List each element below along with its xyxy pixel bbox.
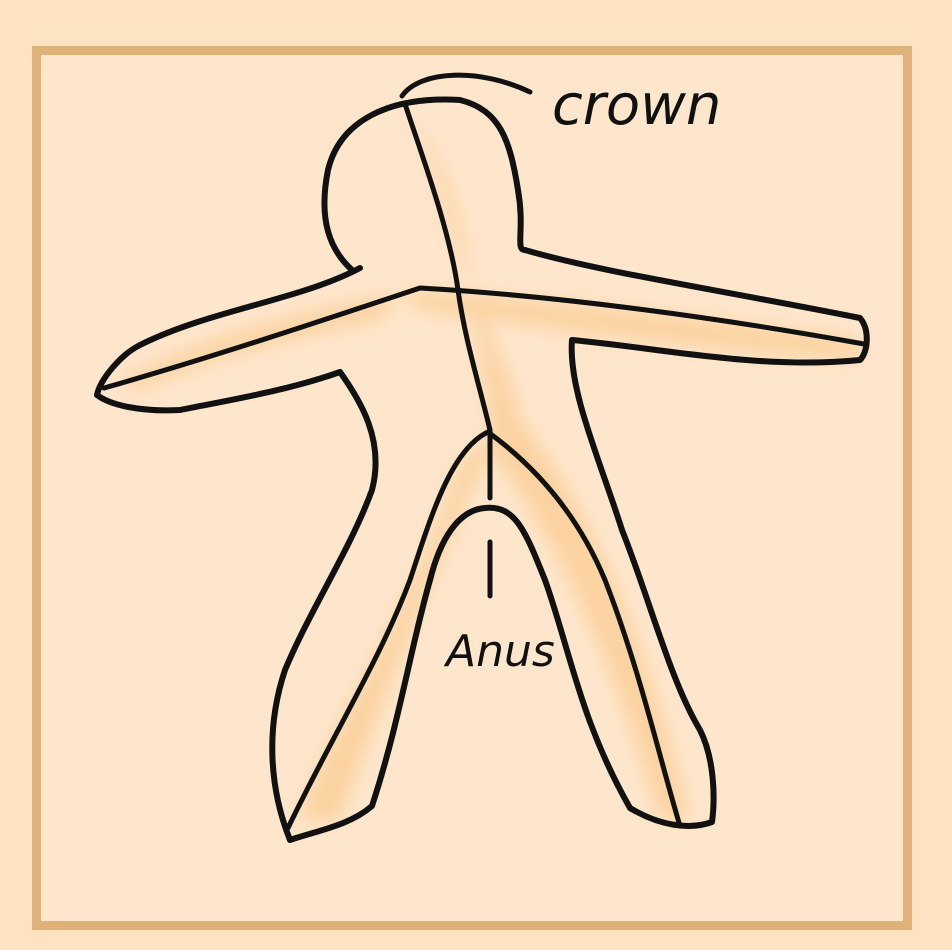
center-lines [101, 101, 867, 831]
body-outline [94, 96, 870, 843]
crown-label: crown [552, 73, 721, 138]
anus-label: Anus [443, 626, 555, 677]
crown-pointer-line [399, 72, 533, 99]
